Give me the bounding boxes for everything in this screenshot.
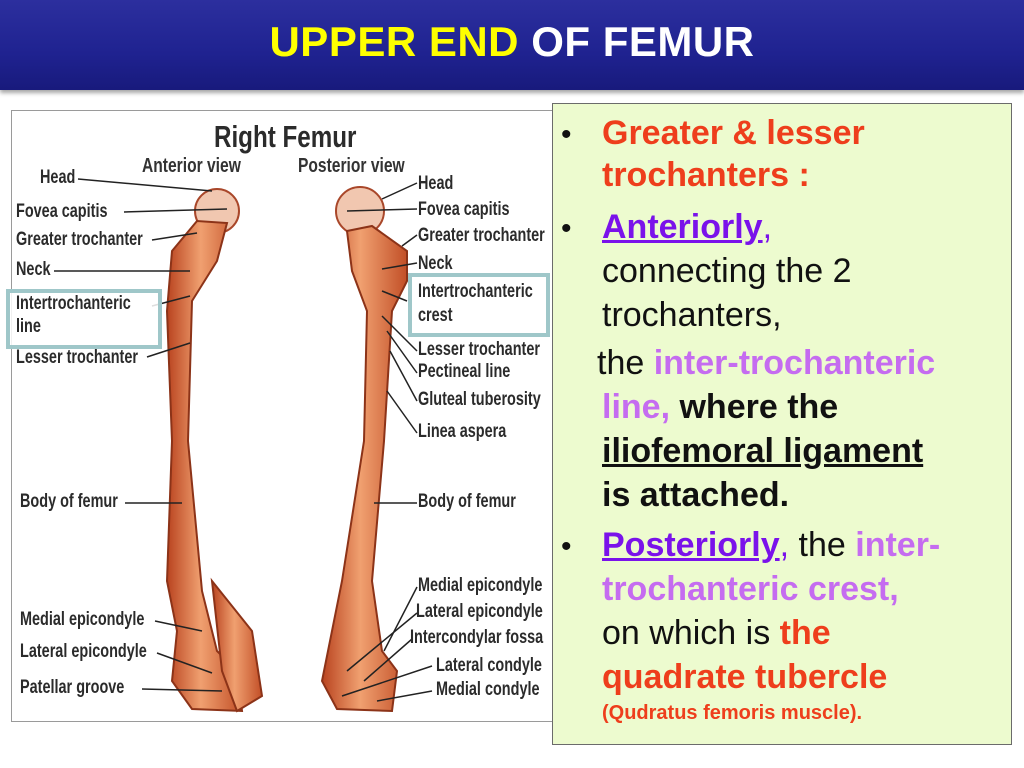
left-leader-lines	[54, 178, 228, 692]
b2-line-3: trochanters,	[602, 296, 782, 334]
left-label-medial-epicondyle: Medial epicondyle	[20, 609, 145, 630]
left-label-intertrochanteric: Intertrochanteric	[16, 293, 131, 314]
right-label-linea-aspera: Linea aspera	[418, 421, 507, 442]
left-label-greater-trochanter: Greater trochanter	[16, 229, 143, 250]
right-label-body-of-femur: Body of femur	[418, 491, 516, 512]
slide-title: UPPER END OF FEMUR	[0, 18, 1024, 66]
title-bar: UPPER END OF FEMUR	[0, 0, 1024, 90]
b2-line-1: Anteriorly,	[602, 206, 772, 248]
p4-line: line, where the	[602, 386, 838, 428]
b1-line-2: trochanters :	[602, 154, 810, 196]
b3-inter-text: inter-	[855, 526, 941, 564]
b3-line-1: Posteriorly, the inter-	[602, 524, 940, 566]
line-text: line,	[602, 388, 671, 426]
notes-box: • Greater & lesser trochanters : • Anter…	[552, 103, 1012, 745]
b3-comma: ,	[779, 526, 790, 564]
right-label-pectineal-line: Pectineal line	[418, 361, 511, 382]
figure-title: Right Femur	[214, 119, 357, 154]
posterior-view-label: Posterior view	[298, 155, 405, 177]
right-label-greater-trochanter: Greater trochanter	[418, 225, 545, 246]
right-label-medial-condyle: Medial condyle	[436, 679, 540, 700]
right-leader-lines	[341, 182, 433, 702]
bullet-3: •	[561, 530, 572, 563]
b2-comma: ,	[762, 208, 773, 246]
quadrate-tubercle-text: quadrate tubercle	[602, 658, 888, 696]
femur-illustration	[54, 178, 433, 713]
quadratus-femoris-note: (Qudratus femoris muscle).	[602, 702, 863, 724]
left-label-head: Head	[40, 167, 76, 188]
anterior-view-label: Anterior view	[142, 155, 241, 177]
p9-line: on which is the	[602, 612, 831, 654]
left-label-lesser-trochanter: Lesser trochanter	[16, 347, 138, 368]
posteriorly-word: Posteriorly	[602, 526, 780, 564]
title-part-1: UPPER END	[269, 18, 520, 65]
title-part-2: OF FEMUR	[519, 18, 755, 65]
bullet-1: •	[561, 118, 572, 151]
anteriorly-word: Anteriorly	[602, 208, 763, 246]
bullet-2: •	[561, 212, 572, 245]
left-label-line: line	[16, 316, 41, 337]
p8-line: trochanteric crest,	[602, 568, 899, 610]
left-label-fovea-capitis: Fovea capitis	[16, 201, 108, 222]
right-label-head: Head	[418, 173, 454, 194]
right-label-intertrochanteric: Intertrochanteric	[418, 281, 533, 302]
left-label-neck: Neck	[16, 259, 51, 280]
anterior-femur-shape	[165, 188, 264, 713]
trochanteric-crest-text: trochanteric crest,	[602, 570, 899, 608]
right-label-lateral-epicondyle: Lateral epicondyle	[416, 601, 543, 622]
left-label-patellar-groove: Patellar groove	[20, 677, 125, 698]
right-label-lateral-condyle: Lateral condyle	[436, 655, 542, 676]
b2-line-2: connecting the 2	[602, 252, 852, 290]
intertrochanteric-crest-callout	[408, 273, 550, 337]
p6-line: is attached.	[602, 474, 789, 516]
inter-trochanteric-text: inter-trochanteric	[653, 344, 936, 382]
b3-the: the	[789, 526, 856, 564]
the-red-text: the	[779, 614, 831, 652]
right-label-gluteal-tuberosity: Gluteal tuberosity	[418, 389, 541, 410]
p3-the: the	[597, 344, 654, 382]
p10-line: quadrate tubercle	[602, 656, 887, 698]
right-label-crest: crest	[418, 305, 453, 326]
right-label-lesser-trochanter: Lesser trochanter	[418, 339, 540, 360]
where-the-text: where the	[670, 388, 839, 426]
left-label-lateral-epicondyle: Lateral epicondyle	[20, 641, 147, 662]
p5-line: iliofemoral ligament	[602, 430, 923, 472]
right-label-intercondylar-fossa: Intercondylar fossa	[410, 627, 544, 648]
iliofemoral-ligament-text: iliofemoral ligament	[602, 432, 924, 470]
b1-line-1-text: Greater & lesser	[602, 114, 865, 152]
left-label-body-of-femur: Body of femur	[20, 491, 118, 512]
intertrochanteric-line-callout	[6, 289, 162, 349]
femur-figure: Right Femur Anterior view Posterior view…	[6, 110, 560, 722]
on-which-is-text: on which is	[602, 614, 780, 652]
b1-line-1: Greater & lesser	[602, 112, 865, 154]
p3-line: the inter-trochanteric	[597, 342, 935, 384]
b1-line-2-text: trochanters :	[602, 156, 810, 194]
right-label-fovea-capitis: Fovea capitis	[418, 199, 510, 220]
right-label-medial-epicondyle: Medial epicondyle	[418, 575, 543, 596]
right-label-neck: Neck	[418, 253, 453, 274]
is-attached-text: is attached.	[602, 476, 790, 514]
